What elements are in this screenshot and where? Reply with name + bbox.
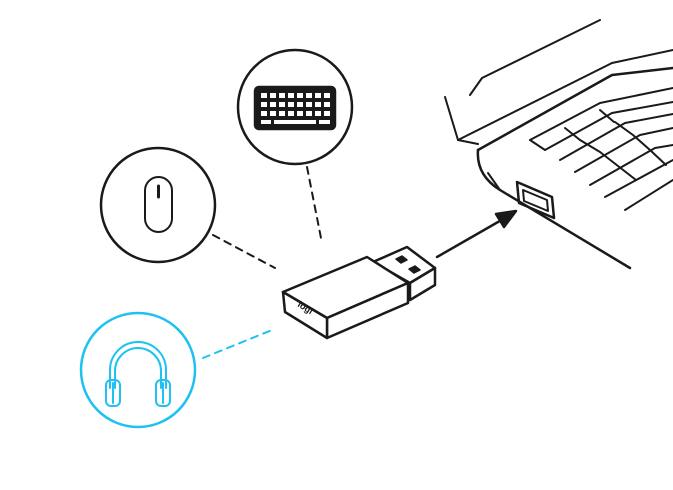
laptop: [444, 19, 673, 270]
mouse-device: [99, 146, 217, 264]
headphones-device: [79, 311, 197, 429]
headphones-connector-line: [202, 329, 273, 359]
mouse-connector-line: [212, 234, 276, 269]
insert-arrow-icon: [435, 209, 518, 259]
keyboard-icon: [253, 85, 337, 131]
laptop-keyboard-keys: [529, 87, 673, 211]
keyboard-device: [236, 48, 354, 166]
usb-receiver: logi: [281, 245, 437, 340]
keyboard-connector-line: [306, 166, 322, 239]
mouse-icon: [144, 176, 173, 233]
headphones-icon: [105, 341, 171, 407]
laptop-usb-port: [515, 180, 556, 220]
